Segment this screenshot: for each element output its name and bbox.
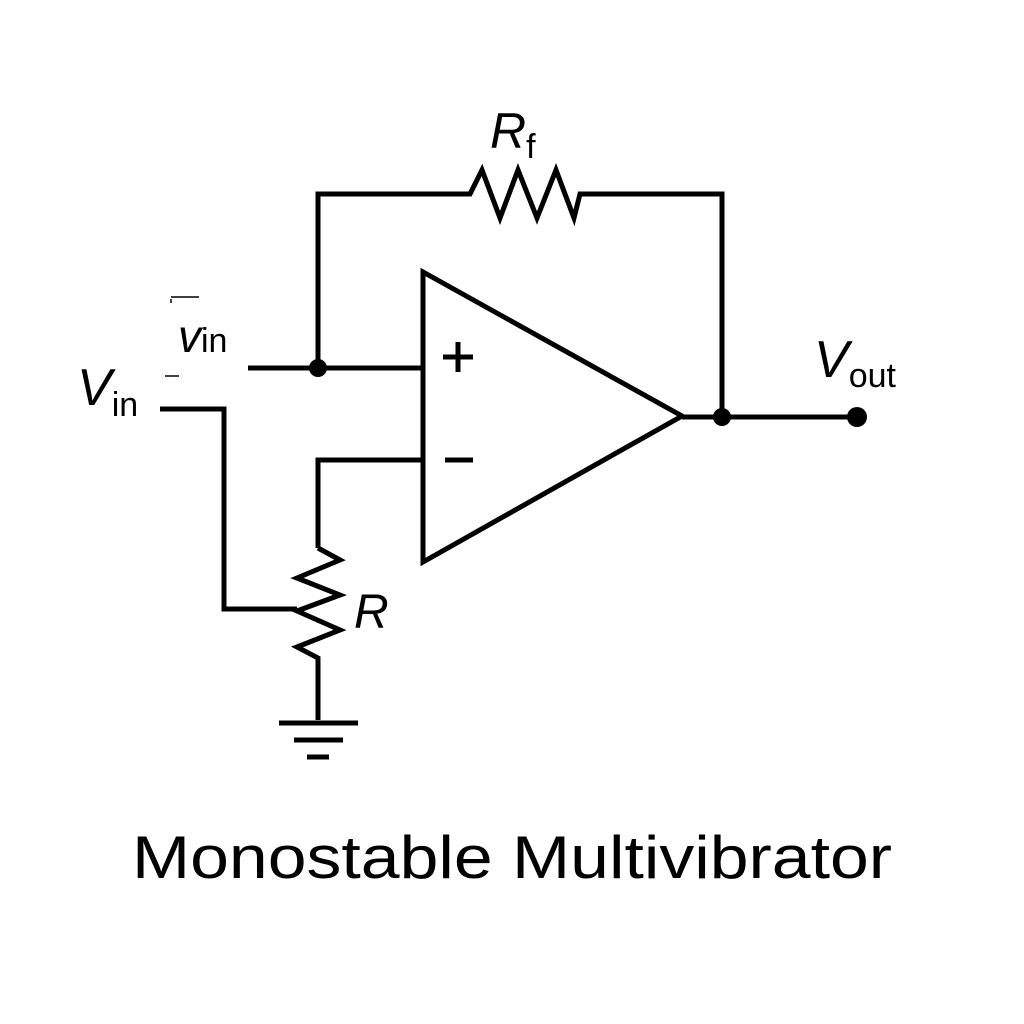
r-label: R xyxy=(354,586,389,639)
inverting-input-wire xyxy=(315,457,423,548)
opamp-triangle xyxy=(420,267,688,567)
overbar-mark xyxy=(170,296,199,303)
feedback-wire-left xyxy=(315,191,462,368)
junction-dot-input xyxy=(309,359,327,377)
rf-label: Rf xyxy=(490,103,536,166)
vin-small-label: vin xyxy=(178,310,227,362)
rf-resistor xyxy=(462,163,588,227)
junction-dot-output xyxy=(713,408,731,426)
vin-wire xyxy=(160,406,297,612)
feedback-wire-right xyxy=(588,191,725,418)
vin-label: Vin xyxy=(77,359,138,424)
vout-label: Vout xyxy=(814,331,897,395)
vout-terminal xyxy=(847,407,867,427)
r-resistor xyxy=(290,545,347,720)
diagram-title: Monostable Multivibrator xyxy=(132,824,892,891)
